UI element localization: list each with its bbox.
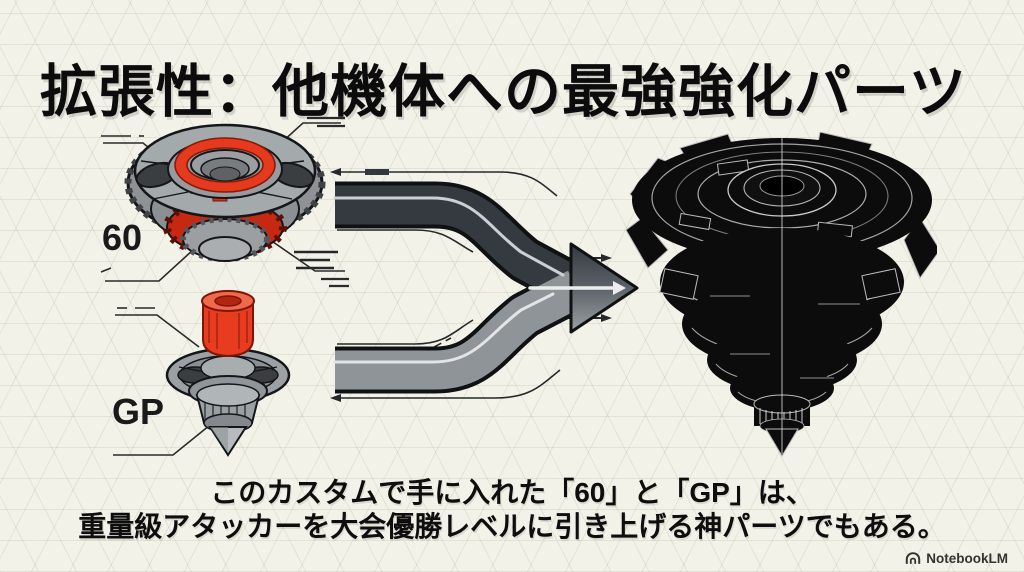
caption-line-2: 重量級アタッカーを大会優勝レベルに引き上げる神パーツでもある。: [78, 511, 946, 543]
merge-arrow-illustration: [330, 168, 639, 402]
watermark-brand: NotebookLM: [926, 551, 1008, 566]
caption: このカスタムで手に入れた「60」と「GP」は、 重量級アタッカーを大会優勝レベル…: [0, 476, 1024, 544]
watermark: NotebookLM: [905, 551, 1008, 566]
driver-gp-illustration: [113, 290, 291, 457]
notebooklm-logo-icon: [906, 552, 921, 564]
caption-line-1: このカスタムで手に入れた「60」と「GP」は、: [210, 477, 814, 508]
hatch-marks: [294, 250, 338, 270]
part-label-60: 60: [102, 217, 143, 258]
part-label-gp: GP: [112, 391, 165, 432]
beyblade-result-illustration: [625, 132, 937, 457]
disc-60-illustration: [100, 116, 349, 288]
page-title: 拡張性：他機体への最強強化パーツ: [40, 60, 967, 125]
